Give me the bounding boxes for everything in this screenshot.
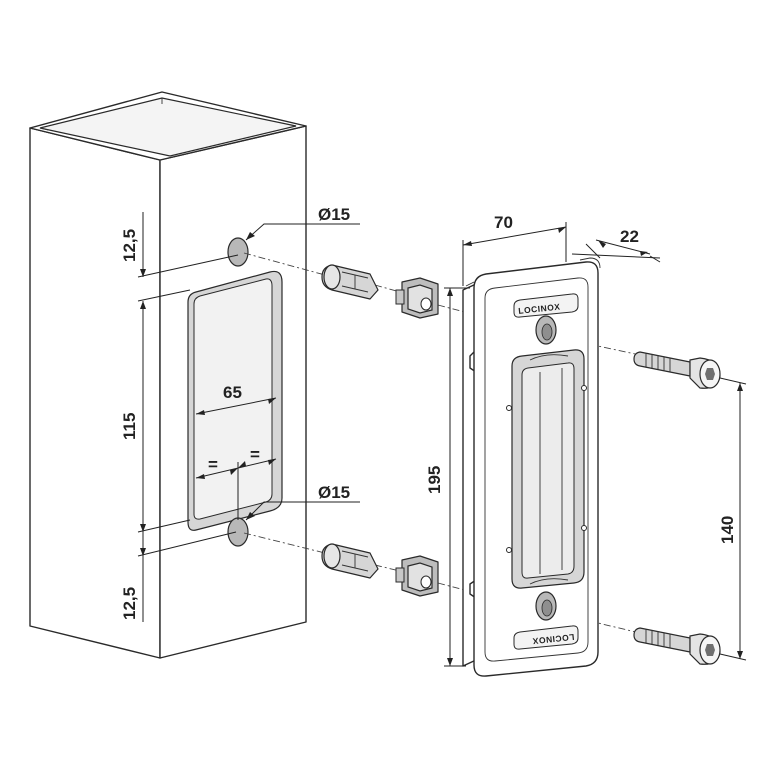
post-front-face [29, 127, 161, 659]
bottom-hole-diameter-label: Ø15 [318, 483, 350, 502]
expansion-plug-bottom [321, 543, 379, 579]
keep-height-label: 195 [425, 466, 444, 494]
top-offset-label: 12,5 [120, 229, 139, 262]
keep-dimensions: 70 22 195 140 [425, 213, 747, 667]
countersunk-screw-bottom [633, 627, 721, 665]
keep-bottom-logo: LOCINOX [532, 632, 575, 646]
lock-keep: LOCINOX LOCINOX [462, 257, 601, 677]
keep-bottom-logo-plate [513, 625, 579, 650]
countersunk-screw-top [633, 351, 721, 389]
cutout-height-label: 115 [120, 413, 139, 440]
nut-insert-top [395, 277, 439, 319]
bottom-offset-label: 12,5 [120, 587, 139, 620]
post-top-hole [227, 237, 249, 267]
equal-right-label: = [250, 445, 260, 464]
cutout-width-label: 65 [223, 383, 242, 402]
post-top-opening [39, 97, 297, 157]
square-post [29, 91, 307, 659]
top-hole-diameter-label: Ø15 [318, 205, 350, 224]
cutout-width-line [195, 397, 277, 415]
keep-depth-line [571, 253, 661, 259]
keep-width-line [462, 226, 567, 246]
screw-spacing-label: 140 [718, 516, 737, 544]
keep-top-logo: LOCINOX [518, 302, 561, 316]
equal-left-label: = [208, 455, 218, 474]
nut-insert-bottom [395, 555, 439, 597]
post-dimensions: 12,5 115 12,5 65 = = Ø15 Ø15 [120, 205, 360, 622]
keep-depth-label: 22 [620, 227, 639, 246]
keep-width-label: 70 [494, 213, 513, 232]
post-bottom-hole [227, 517, 249, 547]
expansion-plug-top [321, 264, 379, 300]
keep-top-logo-plate [513, 293, 579, 318]
